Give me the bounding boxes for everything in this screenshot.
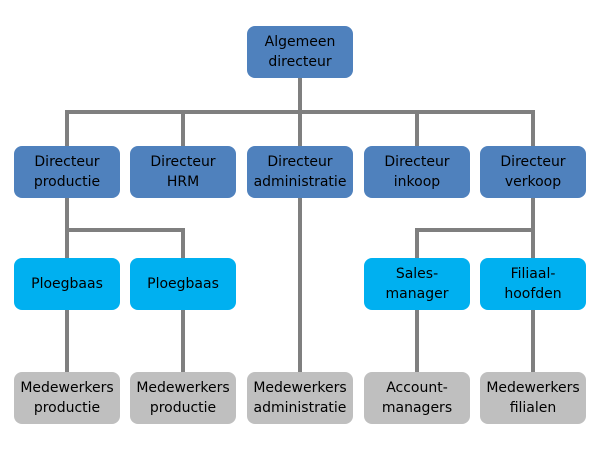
node-directeur-inkoop: Directeur inkoop xyxy=(364,146,470,198)
node-label-line2: inkoop xyxy=(393,174,441,190)
node-label-line2: productie xyxy=(33,400,101,416)
node-directeur-productie: Directeur productie xyxy=(14,146,120,198)
node-medewerkers-productie-1: Medewerkers productie xyxy=(14,372,120,424)
node-ploegbaas-2: Ploegbaas xyxy=(130,258,236,310)
node-label-line1: Medewerkers xyxy=(253,380,347,396)
node-label-line2: productie xyxy=(149,400,217,416)
node-directeur-verkoop: Directeur verkoop xyxy=(480,146,586,198)
node-directeur-hrm: Directeur HRM xyxy=(130,146,236,198)
node-label-line2: administratie xyxy=(253,174,347,190)
node-label-line2: filialen xyxy=(509,400,557,416)
node-label-line1: Directeur xyxy=(384,154,450,170)
node-accountmanagers: Account- managers xyxy=(364,372,470,424)
node-label-line1: Directeur xyxy=(500,154,566,170)
node-medewerkers-filialen: Medewerkers filialen xyxy=(480,372,586,424)
node-medewerkers-productie-2: Medewerkers productie xyxy=(130,372,236,424)
node-label-line1: Medewerkers xyxy=(20,380,114,396)
node-label-line1: Sales- xyxy=(395,266,439,282)
node-filiaalhoofden: Filiaal- hoofden xyxy=(480,258,586,310)
node-label-line2: HRM xyxy=(166,174,200,190)
node-label-line1: Directeur xyxy=(150,154,216,170)
node-medewerkers-administratie: Medewerkers administratie xyxy=(247,372,353,424)
node-label-line2: hoofden xyxy=(504,286,562,302)
node-label-line1: Filiaal- xyxy=(510,266,556,282)
node-algemeen-directeur: Algemeen directeur xyxy=(247,26,353,78)
node-label-line2: verkoop xyxy=(504,174,562,190)
node-ploegbaas-1: Ploegbaas xyxy=(14,258,120,310)
node-label-line1: Account- xyxy=(386,380,448,396)
node-salesmanager: Sales- manager xyxy=(364,258,470,310)
node-label-line1: Directeur xyxy=(34,154,100,170)
node-label-line2: directeur xyxy=(268,54,332,70)
node-label-line1: Ploegbaas xyxy=(147,276,219,292)
node-label-line2: administratie xyxy=(253,400,347,416)
node-label-line1: Medewerkers xyxy=(136,380,230,396)
node-directeur-administratie: Directeur administratie xyxy=(247,146,353,198)
node-label-line1: Algemeen xyxy=(264,34,336,50)
node-label-line1: Ploegbaas xyxy=(31,276,103,292)
node-label-line1: Directeur xyxy=(267,154,333,170)
node-label-line1: Medewerkers xyxy=(486,380,580,396)
node-label-line2: productie xyxy=(33,174,101,190)
node-label-line2: managers xyxy=(381,400,453,416)
node-label-line2: manager xyxy=(385,286,449,302)
